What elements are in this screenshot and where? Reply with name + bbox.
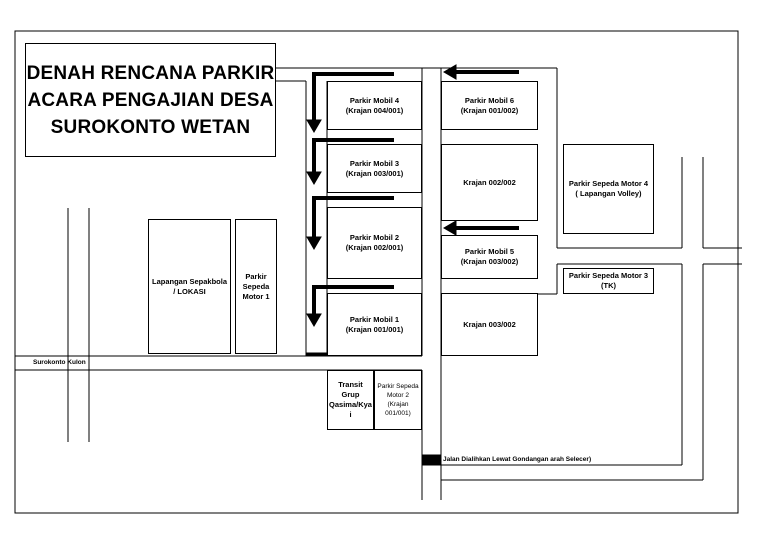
parkir-mobil-1: Parkir Mobil 1 (Krajan 001/001): [327, 293, 422, 356]
detour-block: [421, 454, 442, 466]
parkir-sepeda-motor-1: Parkir Sepeda Motor 1: [235, 219, 277, 354]
arrow-head: [306, 313, 322, 327]
arrow-head: [306, 171, 322, 185]
road-label-surokonto-kulon: Surokonto Kulon: [33, 359, 86, 366]
parkir-mobil-5: Parkir Mobil 5 (Krajan 003/002): [441, 235, 538, 279]
road-label-detour: Jalan Dialihkan Lewat Gondangan arah Sel…: [443, 456, 592, 463]
plan-title: DENAH RENCANA PARKIR ACARA PENGAJIAN DES…: [25, 43, 276, 157]
arrow-head: [306, 119, 322, 133]
parkir-mobil-6: Parkir Mobil 6 (Krajan 001/002): [441, 81, 538, 130]
arrow-to-mobil-4: [312, 72, 394, 120]
arrow-head: [443, 220, 457, 236]
arrow-to-mobil-1: [312, 285, 394, 314]
transit-grup-qasima: Transit Grup Qasima/Kya i: [327, 370, 374, 430]
area-krajan-003-002: Krajan 003/002: [441, 293, 538, 356]
lapangan-sepakbola-lokasi: Lapangan Sepakbola / LOKASI: [148, 219, 231, 354]
traffic-arrows: [306, 64, 519, 466]
arrow-to-mobil-2: [312, 196, 394, 237]
arrow-head: [306, 236, 322, 250]
parkir-mobil-3: Parkir Mobil 3 (Krajan 003/001): [327, 144, 422, 193]
parkir-mobil-2: Parkir Mobil 2 (Krajan 002/001): [327, 207, 422, 279]
parkir-mobil-4: Parkir Mobil 4 (Krajan 004/001): [327, 81, 422, 130]
map-frame: [14, 30, 739, 514]
arrow-head: [443, 64, 457, 80]
parkir-sepeda-motor-3: Parkir Sepeda Motor 3 (TK): [563, 268, 654, 294]
entry-marker: [306, 352, 327, 357]
arrow-to-mobil-3: [312, 138, 394, 172]
parkir-sepeda-motor-2: Parkir Sepeda Motor 2 (Krajan 001/001): [374, 370, 422, 430]
area-krajan-002-002: Krajan 002/002: [441, 144, 538, 221]
parkir-sepeda-motor-4: Parkir Sepeda Motor 4 ( Lapangan Volley): [563, 144, 654, 234]
